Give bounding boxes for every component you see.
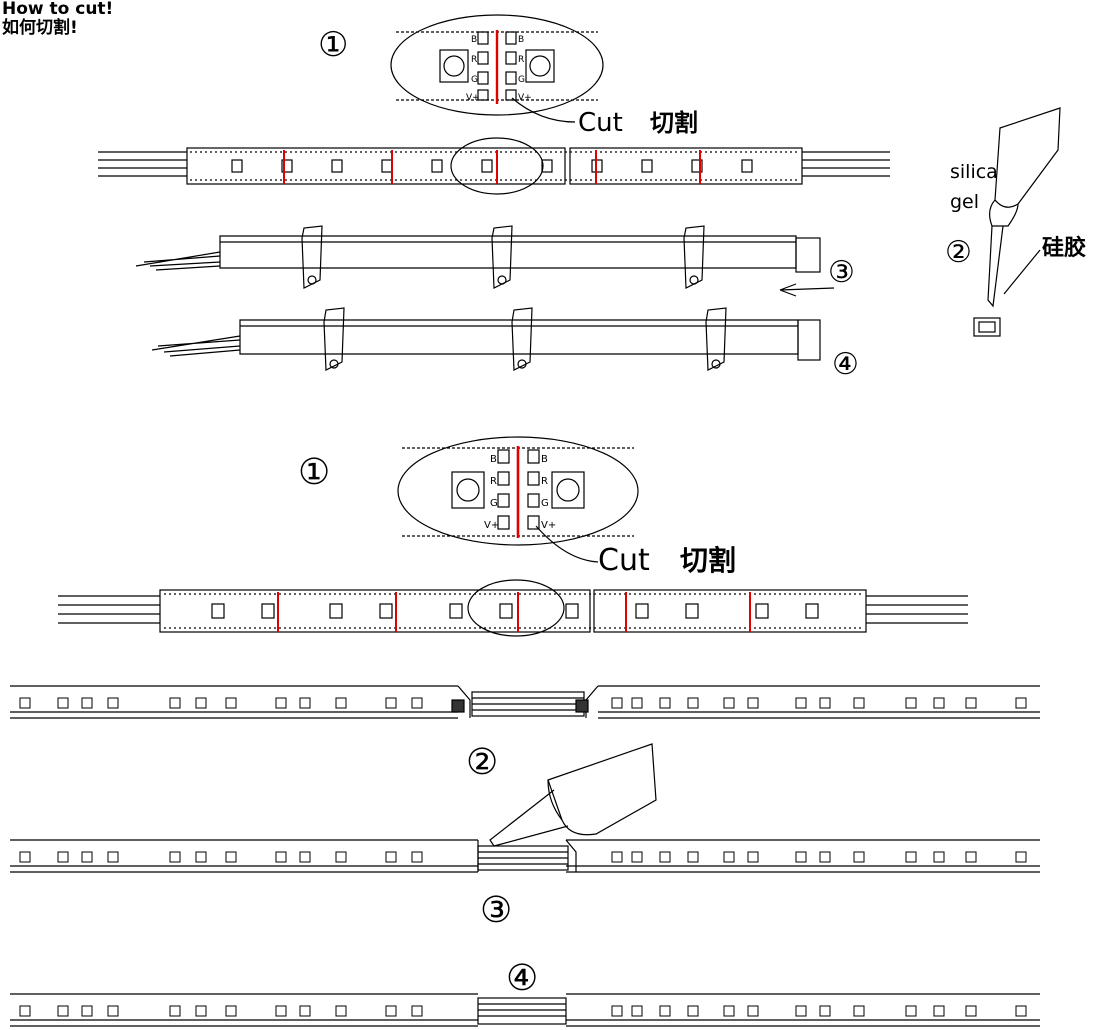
title-en: How to cut! xyxy=(2,0,114,19)
step-2-label-top: ② xyxy=(945,235,972,270)
svg-text:B: B xyxy=(541,454,548,465)
cut-cn-label-top: 切割 xyxy=(650,109,698,137)
extrusion-strip-step3 xyxy=(10,839,1040,873)
silicone-tube-bottom xyxy=(489,743,657,847)
svg-text:R: R xyxy=(541,476,548,487)
step-1-label-mid: ① xyxy=(298,452,330,493)
step-4-label-bottom: ④ xyxy=(506,958,538,999)
svg-text:G: G xyxy=(518,75,525,85)
svg-text:R: R xyxy=(518,55,524,65)
cut-label-top: Cut xyxy=(578,108,623,138)
zoom-ellipse-top: B R G V+ B R G V+ xyxy=(390,14,604,116)
tube-strip-step3 xyxy=(135,225,835,297)
svg-text:B: B xyxy=(518,35,524,45)
step-3-label-top: ③ xyxy=(828,255,855,290)
svg-text:B: B xyxy=(490,454,497,465)
extrusion-strip-step2 xyxy=(10,685,1040,719)
svg-text:V+: V+ xyxy=(518,93,532,103)
led-strip-top xyxy=(98,137,890,195)
svg-text:G: G xyxy=(471,75,478,85)
silica-label: silica xyxy=(950,161,998,183)
step-2-label-bottom: ② xyxy=(466,742,498,783)
silica-pointer xyxy=(1003,249,1041,295)
page-title: How to cut! 如何切割! xyxy=(2,0,113,38)
svg-text:R: R xyxy=(471,55,477,65)
svg-text:V+: V+ xyxy=(466,93,480,103)
zoom-ellipse-mid: B R G V+ B R G V+ xyxy=(397,436,639,546)
svg-text:G: G xyxy=(490,498,498,509)
step-1-label-top: ① xyxy=(318,25,348,65)
extrusion-strip-step4 xyxy=(10,993,1040,1027)
cut-cn-label-mid: 切割 xyxy=(680,544,736,577)
svg-text:V+: V+ xyxy=(541,520,556,531)
silicone-tube-top xyxy=(973,107,1061,337)
cut-label-mid: Cut xyxy=(598,543,650,578)
title-cn: 如何切割! xyxy=(2,18,78,38)
gel-label: gel xyxy=(950,191,979,213)
svg-text:B: B xyxy=(471,35,477,45)
cut-pointer-top xyxy=(511,97,576,123)
tube-strip-step4 xyxy=(151,307,821,371)
cut-pointer-mid xyxy=(535,525,599,563)
step-4-label-top: ④ xyxy=(832,347,859,382)
silica-cn-label: 硅胶 xyxy=(1042,235,1086,261)
svg-text:R: R xyxy=(490,476,497,487)
svg-text:G: G xyxy=(541,498,549,509)
led-strip-mid xyxy=(58,579,968,637)
svg-text:V+: V+ xyxy=(484,520,499,531)
step-3-label-bottom: ③ xyxy=(480,890,512,931)
